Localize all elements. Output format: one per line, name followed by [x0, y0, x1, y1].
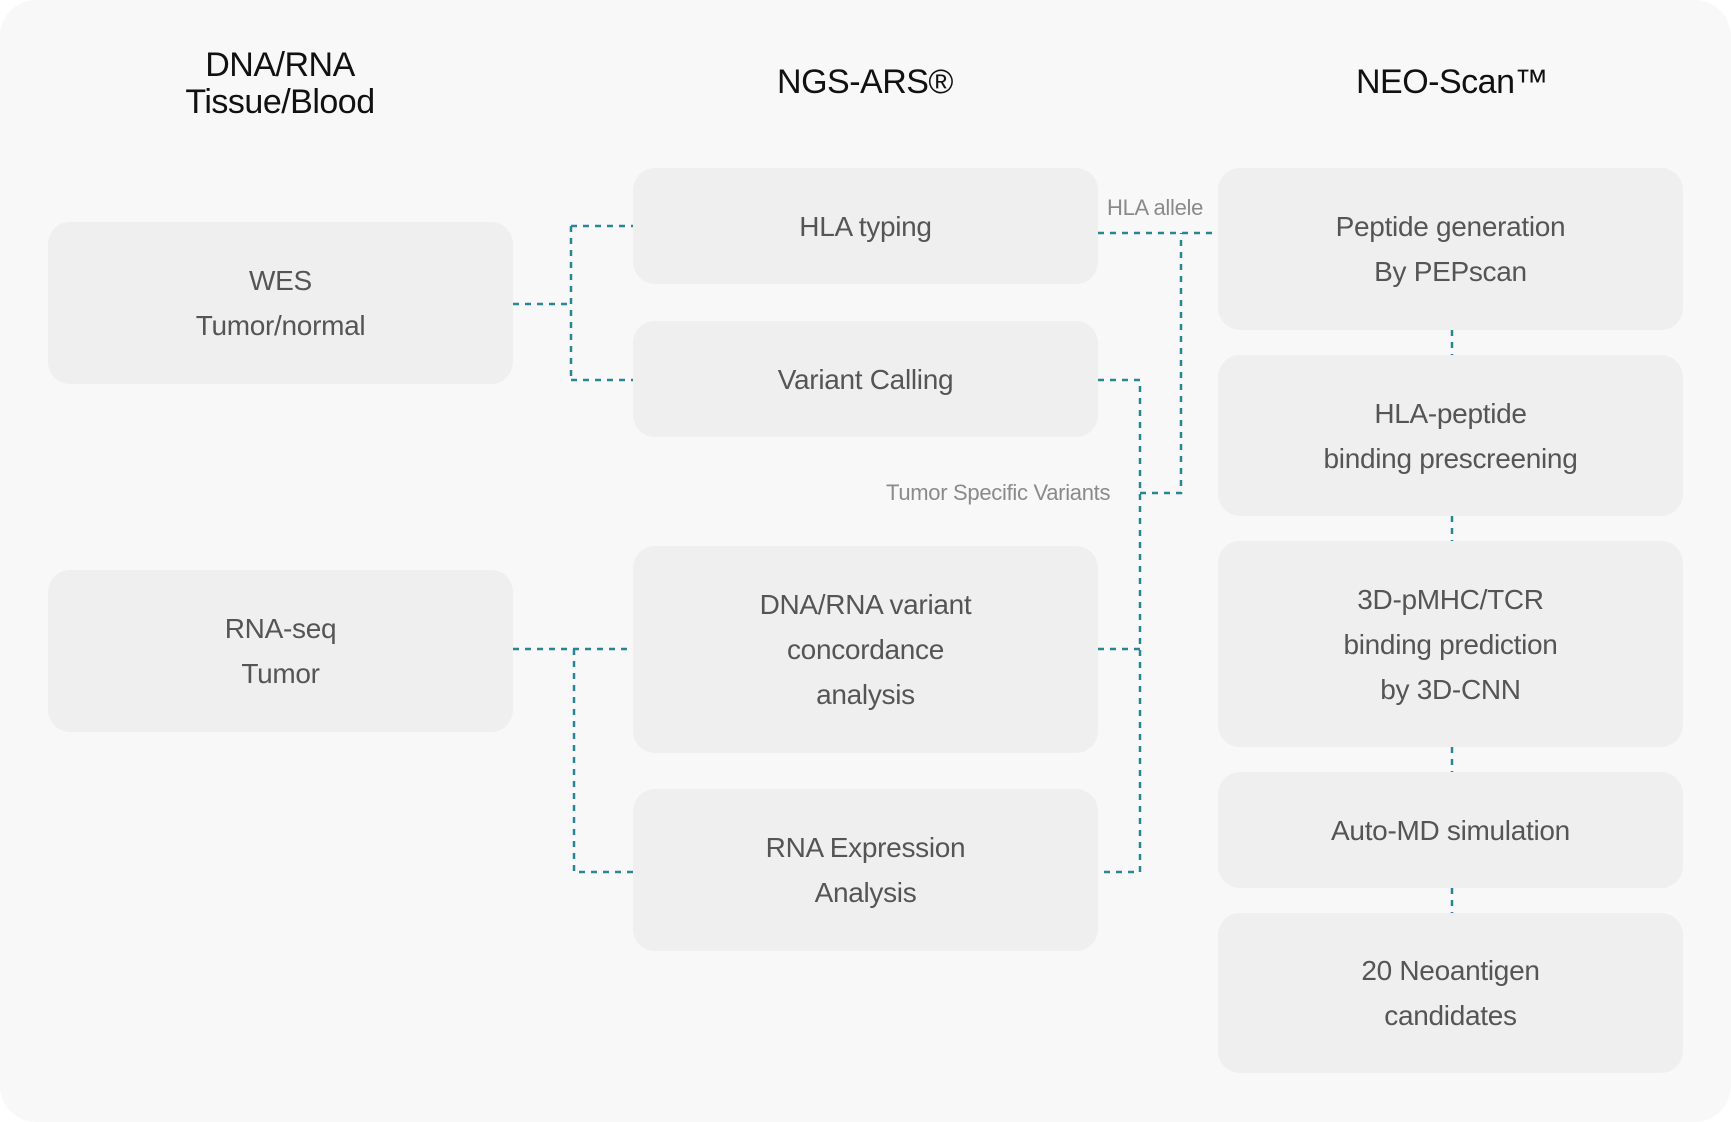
binding-prediction-box-line1: 3D-pMHC/TCR	[1357, 583, 1544, 615]
tumor-specific-variants-label: Tumor Specific Variants	[886, 480, 1111, 505]
wes-box: WES Tumor/normal	[48, 222, 513, 384]
hla-allele-label: HLA allele	[1107, 195, 1204, 220]
hla-typing-box-line1: HLA typing	[799, 210, 932, 242]
variant-calling-box: Variant Calling	[633, 321, 1098, 437]
column-title-input: DNA/RNA Tissue/Blood	[130, 47, 430, 121]
rnaseq-box-line1: RNA-seq	[224, 613, 337, 644]
md-simulation-box-line1: Auto-MD simulation	[1331, 814, 1570, 846]
column-title-input-line1: DNA/RNA	[205, 46, 355, 84]
prescreening-box-line1: HLA-peptide	[1374, 397, 1527, 429]
concordance-box-line2: concordance	[786, 634, 945, 665]
rna-expression-box-line2: Analysis	[814, 877, 917, 908]
peptide-generation-box-line1: Peptide generation	[1335, 211, 1566, 242]
variant-calling-box-line1: Variant Calling	[777, 363, 954, 395]
concordance-box-line1: DNA/RNA variant	[759, 589, 972, 620]
binding-prediction-box-line2: binding prediction	[1343, 628, 1558, 660]
rnaseq-box: RNA-seq Tumor	[48, 570, 513, 732]
connector-tumor-specific-variants	[1098, 233, 1183, 874]
rna-expression-box-line1: RNA Expression	[765, 832, 966, 863]
prescreening-box-line2: binding prescreening	[1323, 442, 1578, 474]
column-title-input-line2: Tissue/Blood	[185, 83, 375, 121]
rna-expression-box: RNA Expression Analysis	[633, 789, 1098, 951]
wes-box-line2: Tumor/normal	[195, 310, 366, 341]
hla-typing-box: HLA typing	[633, 168, 1098, 284]
md-simulation-box: Auto-MD simulation	[1218, 772, 1683, 888]
neoantigen-candidates-box: 20 Neoantigen candidates	[1218, 913, 1683, 1073]
concordance-analysis-box: DNA/RNA variant concordance analysis	[633, 546, 1098, 753]
concordance-box-line3: analysis	[816, 679, 915, 710]
column-title-neo: NEO-Scan™	[1356, 63, 1549, 101]
peptide-generation-box: Peptide generation By PEPscan	[1218, 168, 1683, 330]
candidates-box-line1: 20 Neoantigen	[1361, 955, 1540, 986]
binding-prediction-box-line3: by 3D-CNN	[1380, 673, 1521, 705]
rnaseq-box-line2: Tumor	[241, 658, 320, 689]
wes-box-line1: WES	[249, 265, 312, 296]
column-title-ngs: NGS-ARS®	[777, 63, 953, 101]
prescreening-box: HLA-peptide binding prescreening	[1218, 355, 1683, 516]
binding-prediction-box: 3D-pMHC/TCR binding prediction by 3D-CNN	[1218, 541, 1683, 747]
connector-rnaseq-to-ngs	[513, 647, 633, 874]
candidates-box-line2: candidates	[1384, 1000, 1517, 1031]
peptide-generation-box-line2: By PEPscan	[1374, 256, 1527, 287]
connector-wes-to-ngs	[513, 224, 633, 382]
